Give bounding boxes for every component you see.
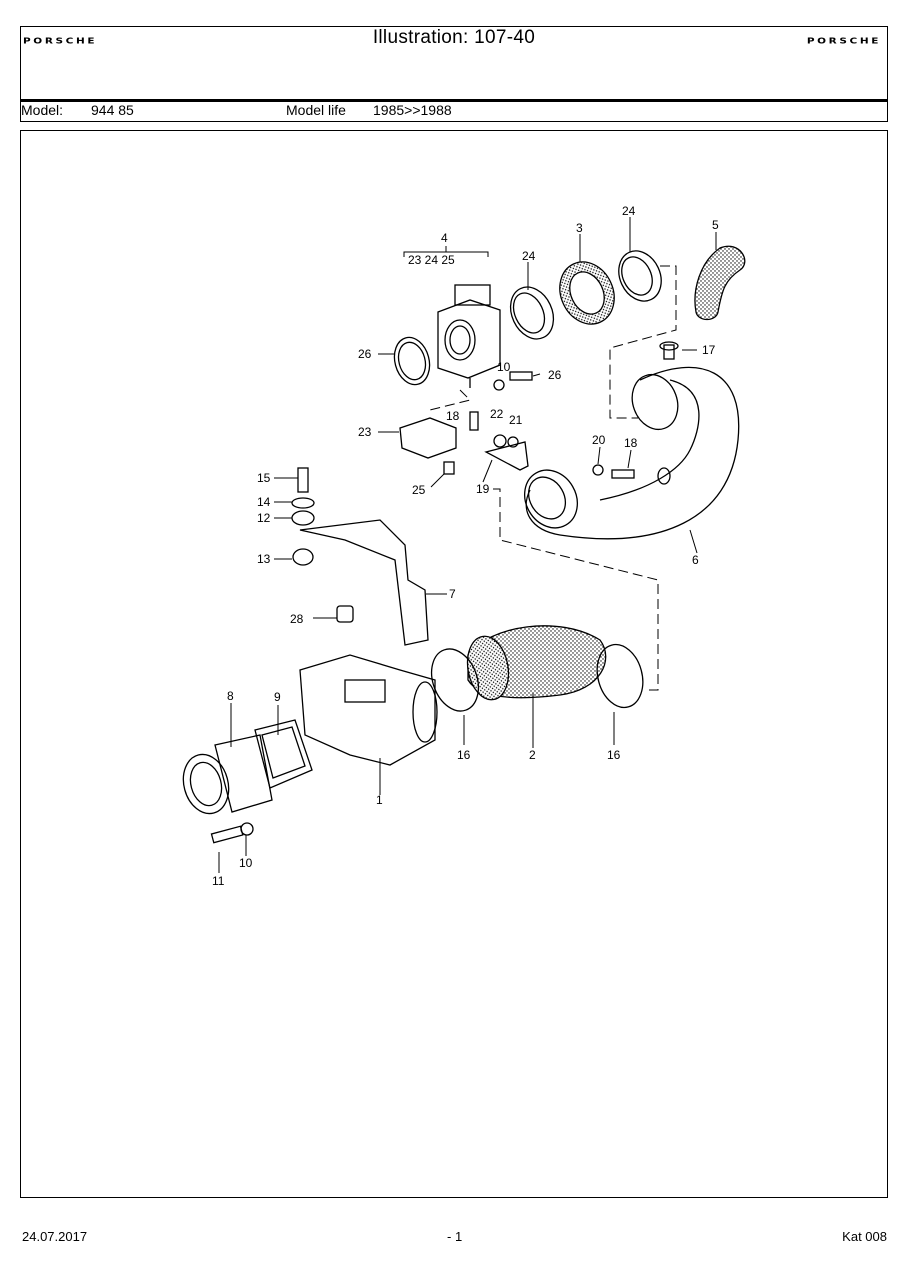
part-6-elbow-outer bbox=[525, 366, 740, 540]
callout-21: 21 bbox=[509, 413, 523, 427]
callout-26a: 26 bbox=[358, 347, 372, 361]
part-6-lower-opening bbox=[524, 469, 578, 529]
callout-13: 13 bbox=[257, 552, 271, 566]
part-18-bolt-b bbox=[611, 469, 635, 479]
part-18-bolt-a bbox=[469, 411, 479, 431]
callout-22: 22 bbox=[490, 407, 504, 421]
model-info-row: Model: 944 85 Model life 1985>>1988 bbox=[20, 101, 888, 122]
part-15-bolt bbox=[297, 467, 309, 493]
header-divider bbox=[20, 99, 888, 102]
callout-24b: 24 bbox=[622, 204, 636, 218]
callout-11: 11 bbox=[212, 874, 225, 888]
callout-23: 23 bbox=[358, 425, 372, 439]
diagram-frame bbox=[20, 130, 888, 1198]
part-5-hose bbox=[694, 245, 746, 321]
callout-18a: 18 bbox=[446, 409, 460, 423]
callout-14: 14 bbox=[257, 495, 271, 509]
part-11-bolt bbox=[210, 825, 244, 844]
callout-20: 20 bbox=[592, 433, 606, 447]
callout-3: 3 bbox=[576, 221, 583, 235]
callout-10b: 10 bbox=[239, 856, 253, 870]
callout-6: 6 bbox=[692, 553, 699, 567]
footer-catalog: Kat 008 bbox=[842, 1229, 887, 1244]
throttle-bore bbox=[444, 319, 476, 361]
part-20-washer bbox=[592, 464, 604, 476]
callout-5: 5 bbox=[712, 218, 719, 232]
part-24-clamp-right bbox=[618, 250, 662, 302]
callout-25: 25 bbox=[412, 483, 426, 497]
callout-18b: 18 bbox=[624, 436, 638, 450]
callout-28: 28 bbox=[290, 612, 304, 626]
part-16-clamp-left bbox=[430, 648, 480, 712]
callout-4: 4 bbox=[441, 231, 448, 245]
model-label: Model: bbox=[21, 102, 64, 118]
part-28-bushing bbox=[336, 605, 354, 623]
callout-labels: 4 23 24 25 24 3 24 5 26 10 26 17 18 22 2… bbox=[212, 204, 719, 888]
part-21-washer bbox=[507, 436, 519, 448]
part-22-nut bbox=[493, 434, 507, 448]
callout-4-sub: 23 24 25 bbox=[408, 253, 455, 267]
part-25-screw bbox=[443, 461, 455, 475]
callout-9: 9 bbox=[274, 690, 281, 704]
part-23-switch bbox=[399, 417, 457, 459]
callout-15: 15 bbox=[257, 471, 271, 485]
footer-date: 24.07.2017 bbox=[22, 1229, 88, 1244]
part-19-bracket bbox=[484, 441, 529, 471]
porsche-logo-left: PORSCHE bbox=[23, 37, 98, 46]
callout-2: 2 bbox=[529, 748, 536, 762]
callout-8: 8 bbox=[227, 689, 234, 703]
callout-7: 7 bbox=[449, 587, 456, 601]
part-12-rubber-mount bbox=[291, 510, 315, 526]
part-1-air-flow-meter bbox=[299, 654, 436, 766]
part-10-washer-bottom bbox=[240, 822, 254, 836]
part-8-intake-flange bbox=[182, 753, 230, 815]
model-life-label: Model life bbox=[286, 102, 346, 118]
part-16-clamp-right bbox=[596, 643, 644, 709]
illustration-title: Illustration: 107-40 bbox=[372, 27, 536, 48]
callout-12: 12 bbox=[257, 511, 271, 525]
part-9-gasket bbox=[254, 719, 313, 789]
part-6-elbow-inner bbox=[599, 379, 700, 501]
part-7-bracket bbox=[299, 519, 429, 646]
part-4-throttle-body bbox=[437, 299, 501, 379]
part-6-upper-opening bbox=[631, 373, 679, 431]
part-24-clamp-left bbox=[509, 286, 555, 340]
callout-19: 19 bbox=[476, 482, 490, 496]
model-life-value: 1985>>1988 bbox=[373, 102, 452, 118]
callout-16b: 16 bbox=[607, 748, 621, 762]
callout-24a: 24 bbox=[522, 249, 536, 263]
callout-26b: 26 bbox=[548, 368, 562, 382]
footer-page-number: - 1 bbox=[447, 1229, 463, 1244]
callout-17: 17 bbox=[702, 343, 716, 357]
model-value: 944 85 bbox=[91, 102, 134, 118]
callout-1: 1 bbox=[376, 793, 383, 807]
part-26-gasket bbox=[393, 336, 431, 386]
part-13-nut bbox=[292, 548, 314, 566]
porsche-logo-right: PORSCHE bbox=[806, 37, 881, 46]
callout-10a: 10 bbox=[497, 360, 511, 374]
callout-16a: 16 bbox=[457, 748, 471, 762]
part-14-washer bbox=[291, 497, 315, 509]
part-26-bolt bbox=[509, 371, 533, 381]
part-10-washer-top bbox=[493, 379, 505, 391]
